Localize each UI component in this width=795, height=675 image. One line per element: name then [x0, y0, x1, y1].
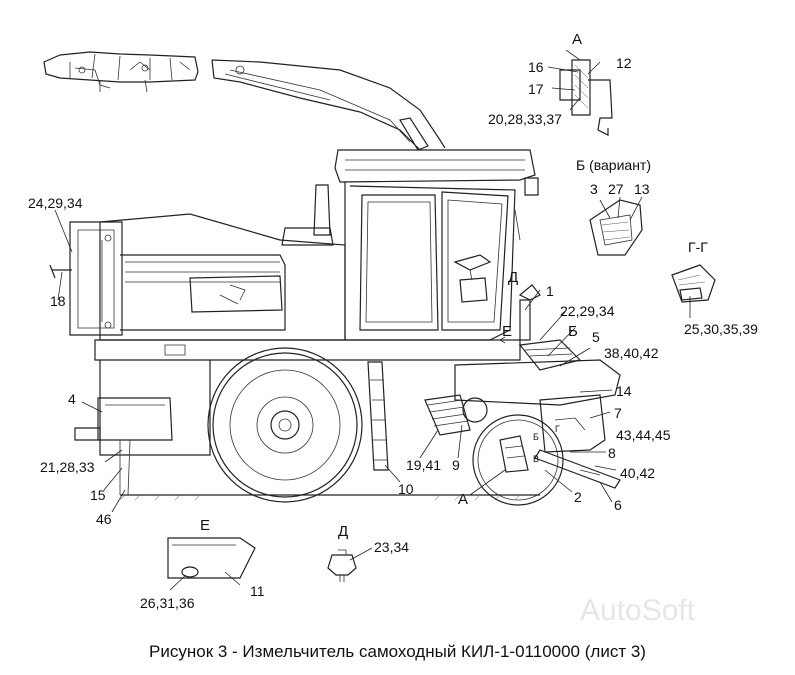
detail-a-drawing [559, 49, 613, 136]
watermark: AutoSoft [580, 594, 696, 627]
callout-10: 10 [398, 481, 414, 497]
callout-view-a-top: А [572, 31, 582, 48]
callout-7: 7 [614, 405, 622, 421]
engine-housing-drawing [49, 213, 346, 341]
callout-40-42: 40,42 [620, 465, 655, 481]
ground-line [119, 494, 540, 501]
drive-wheel-drawing [207, 347, 363, 503]
callout-18: 18 [50, 293, 66, 309]
callout-19-41: 19,41 [406, 457, 441, 473]
callout-4: 4 [68, 391, 76, 407]
callout-b-variant: Б (вариант) [576, 157, 651, 173]
feeder-header-drawing [424, 284, 621, 506]
callout-21-28-33: 21,28,33 [40, 459, 95, 475]
label-b-small: Б [533, 432, 539, 442]
detail-d-drawing [327, 549, 357, 582]
callout-17: 17 [528, 81, 544, 97]
leader-lines [54, 61, 691, 591]
callout-5: 5 [592, 329, 600, 345]
detail-b-variant-drawing [589, 199, 643, 256]
callout-3: 3 [590, 181, 598, 197]
label-v-small: В [533, 454, 539, 464]
callout-12: 12 [616, 55, 632, 71]
callout-view-b: Б [568, 323, 578, 340]
callout-9: 9 [452, 457, 460, 473]
callout-25-30-35-39: 25,30,35,39 [684, 321, 758, 337]
callout-46: 46 [96, 511, 112, 527]
callout-15: 15 [90, 487, 106, 503]
callout-38-40-42: 38,40,42 [604, 345, 659, 361]
callout-view-a: А [458, 491, 468, 508]
callout-view-e-detail: Е [200, 517, 210, 534]
label-g-small: Г [555, 424, 560, 434]
callout-6: 6 [614, 497, 622, 513]
callout-14: 14 [616, 383, 632, 399]
callout-g-g: Г-Г [688, 239, 708, 255]
callout-1: 1 [546, 283, 554, 299]
detail-e-drawing [167, 537, 256, 579]
callout-27: 27 [608, 181, 624, 197]
callout-22-29-34: 22,29,34 [560, 303, 615, 319]
callout-view-d-detail: Д [338, 523, 348, 540]
callout-24-29-34: 24,29,34 [28, 195, 83, 211]
callout-2: 2 [574, 489, 582, 505]
callout-26-31-36: 26,31,36 [140, 595, 195, 611]
callout-13: 13 [634, 181, 650, 197]
callout-11: 11 [250, 583, 265, 599]
callout-43-44-45: 43,44,45 [616, 427, 671, 443]
callout-16: 16 [528, 59, 544, 75]
spout-detail-drawing [43, 51, 199, 93]
callout-view-d: Д [508, 269, 518, 286]
detail-g-g-drawing [671, 264, 716, 303]
cab-drawing [281, 149, 539, 341]
figure-caption: Рисунок 3 - Измельчитель самоходный КИЛ-… [149, 642, 646, 661]
callout-23-34: 23,34 [374, 539, 409, 555]
discharge-spout-drawing [211, 59, 446, 151]
callout-8: 8 [608, 445, 616, 461]
callout-view-e: Е [502, 323, 512, 340]
callout-20-28-33-37: 20,28,33,37 [488, 111, 562, 127]
